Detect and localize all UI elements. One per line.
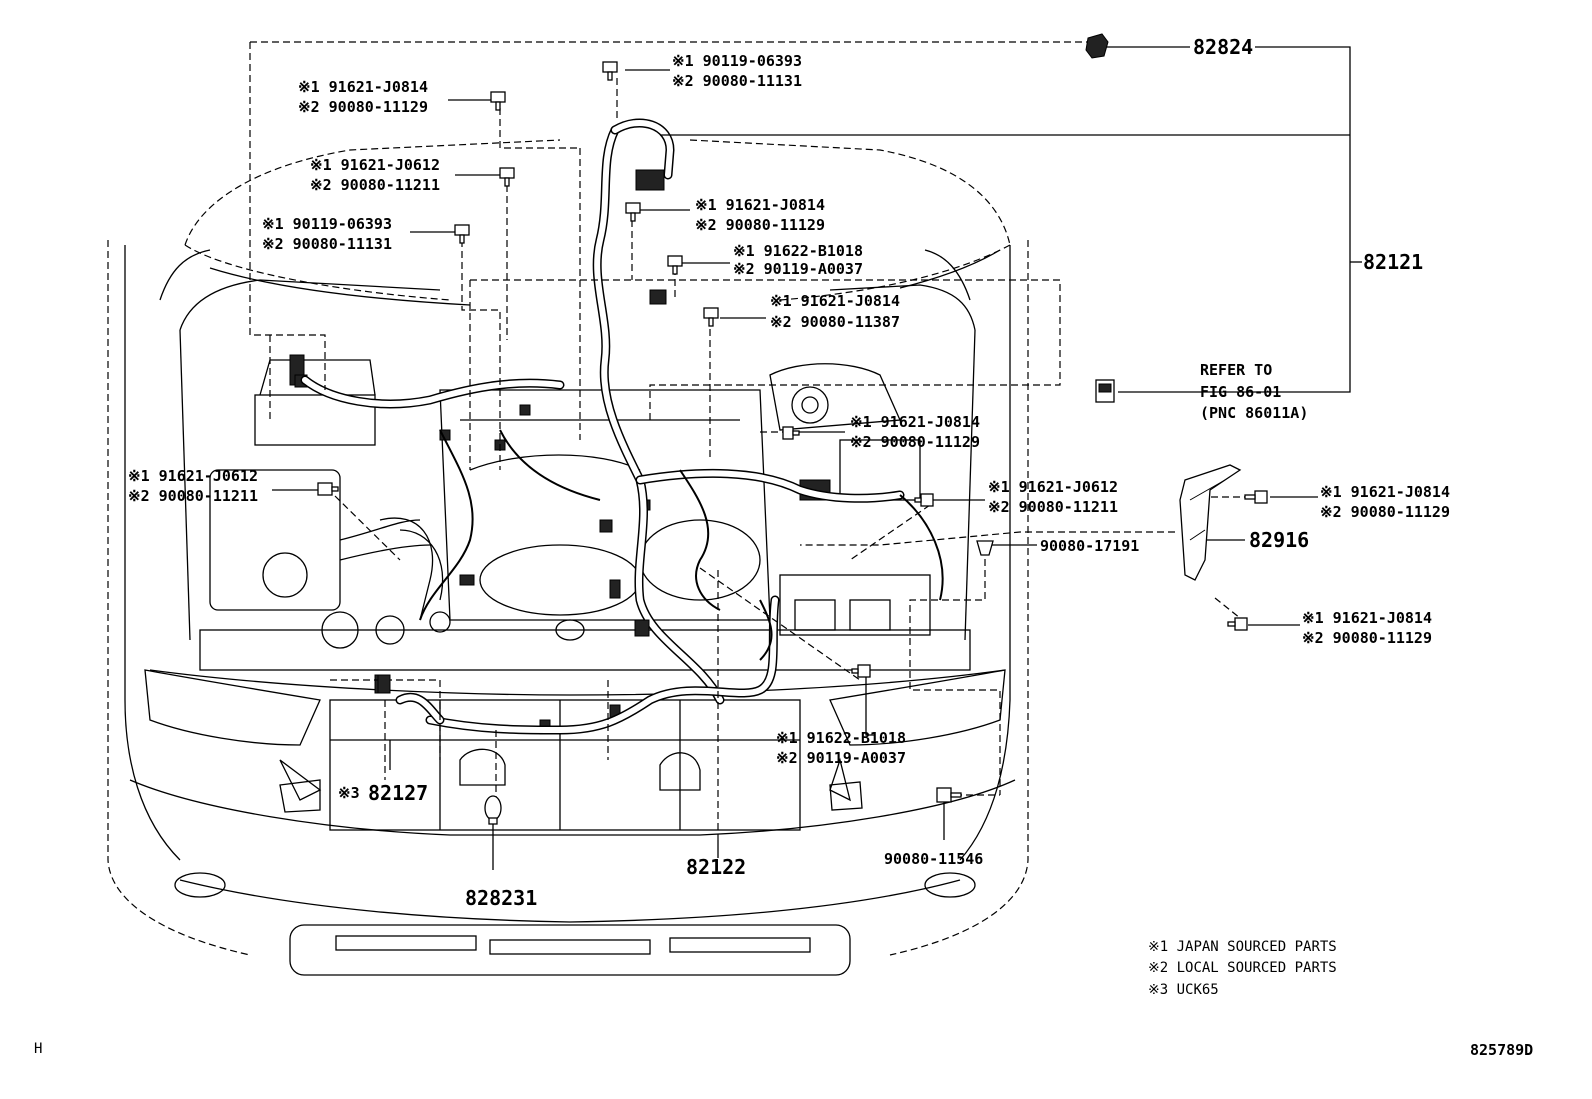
bolt-label-line-2: ※2 90080-11211 [988,498,1118,516]
illustration-number: 825789D [1470,1041,1533,1059]
bolt-label-line-1: ※1 91622-B1018 [733,242,863,260]
bracket-82916-icon [1179,464,1242,581]
bolt-icon [499,167,515,187]
grommet-82824-icon [1085,33,1109,59]
bolt-icon [1227,617,1248,631]
bolt-label-line-1: ※1 91621-J0814 [298,78,428,96]
bolt-label-line-1: ※1 90119-06393 [672,52,802,70]
bolt-label-line-1: ※1 91621-J0814 [1302,609,1432,627]
bolt-icon [914,493,934,507]
bolt-label-line-1: ※1 91621-J0814 [1320,483,1450,501]
vehicle-body-outline [107,139,1029,976]
legend-note-3: ※3 UCK65 [1148,982,1219,998]
bolt-label-line-2: ※2 90119-A0037 [733,260,863,278]
bolt-label-line-2: ※2 90080-11131 [672,72,802,90]
bolt-icon [782,426,800,440]
refer-line-1: REFER TO [1200,361,1272,379]
bolt-icon [1244,490,1268,504]
bolt-label-line-2: ※2 90080-11211 [310,176,440,194]
callout-zones [249,41,1255,840]
corner-mark: H [34,1041,42,1057]
legend-note-1: ※1 JAPAN SOURCED PARTS [1148,939,1337,955]
part-number-90080-17191: 90080-17191 [1040,537,1139,555]
bolt-label-line-2: ※2 90080-11129 [298,98,428,116]
bolt-label-line-1: ※1 91621-J0814 [850,413,980,431]
bolt-label-line-1: ※1 91621-J0814 [695,196,825,214]
bolt-label-line-2: ※2 90080-11131 [262,235,392,253]
bolt-label-line-2: ※2 90080-11129 [1320,503,1450,521]
bolt-label-line-1: ※1 91621-J0814 [770,292,900,310]
bolt-icon [490,91,506,111]
bolt-icon [936,787,962,803]
bolt-label-line-2: ※2 90080-11129 [695,216,825,234]
clip-icon [976,540,994,556]
bolt-label-line-2: ※2 90080-11211 [128,487,258,505]
part-number-82127: 82127 [368,781,428,805]
bulb-82823-icon [484,795,502,825]
legend-note-2: ※2 LOCAL SOURCED PARTS [1148,960,1337,976]
part-number-82824: 82824 [1193,35,1253,59]
part-labels: 82824 82121 82916 82122 828231 ※3 82127 … [34,35,1533,1059]
bolt-label-line-2: ※2 90080-11129 [1302,629,1432,647]
part-number-90080-11546: 90080-11546 [884,850,983,868]
bolt-icon [625,202,641,222]
bolt-label-line-1: ※1 91621-J0612 [988,478,1118,496]
part-number-82121: 82121 [1363,250,1423,274]
wire-harness-82121 [300,118,944,735]
sensor-86011a-icon [1095,379,1115,403]
bolt-label-line-1: ※1 91621-J0612 [128,467,258,485]
part-number-82823: 828231 [465,886,537,910]
refer-line-2: FIG 86-01 [1200,383,1281,401]
bolt-icon [602,61,618,81]
bolt-icon [454,224,470,244]
bolt-label-line-1: ※1 91621-J0612 [310,156,440,174]
part-number-82916: 82916 [1249,528,1309,552]
bolt-icon [667,255,683,275]
bolt-icon [317,482,339,496]
bolt-label-line-2: ※2 90080-11129 [850,433,980,451]
refer-line-3: (PNC 86011A) [1200,404,1308,422]
fasteners [317,33,1268,825]
note-mark-3: ※3 [338,784,360,802]
part-number-82122: 82122 [686,855,746,879]
bolt-label-line-2: ※2 90080-11387 [770,313,900,331]
bolt-icon [703,307,719,327]
bolt-label-line-1: ※1 90119-06393 [262,215,392,233]
bolt-icon [851,664,871,678]
ground-wire-82127-icon [377,674,391,694]
bolt-label-line-1: ※1 91622-B1018 [776,729,906,747]
bolt-label-line-2: ※2 90119-A0037 [776,749,906,767]
